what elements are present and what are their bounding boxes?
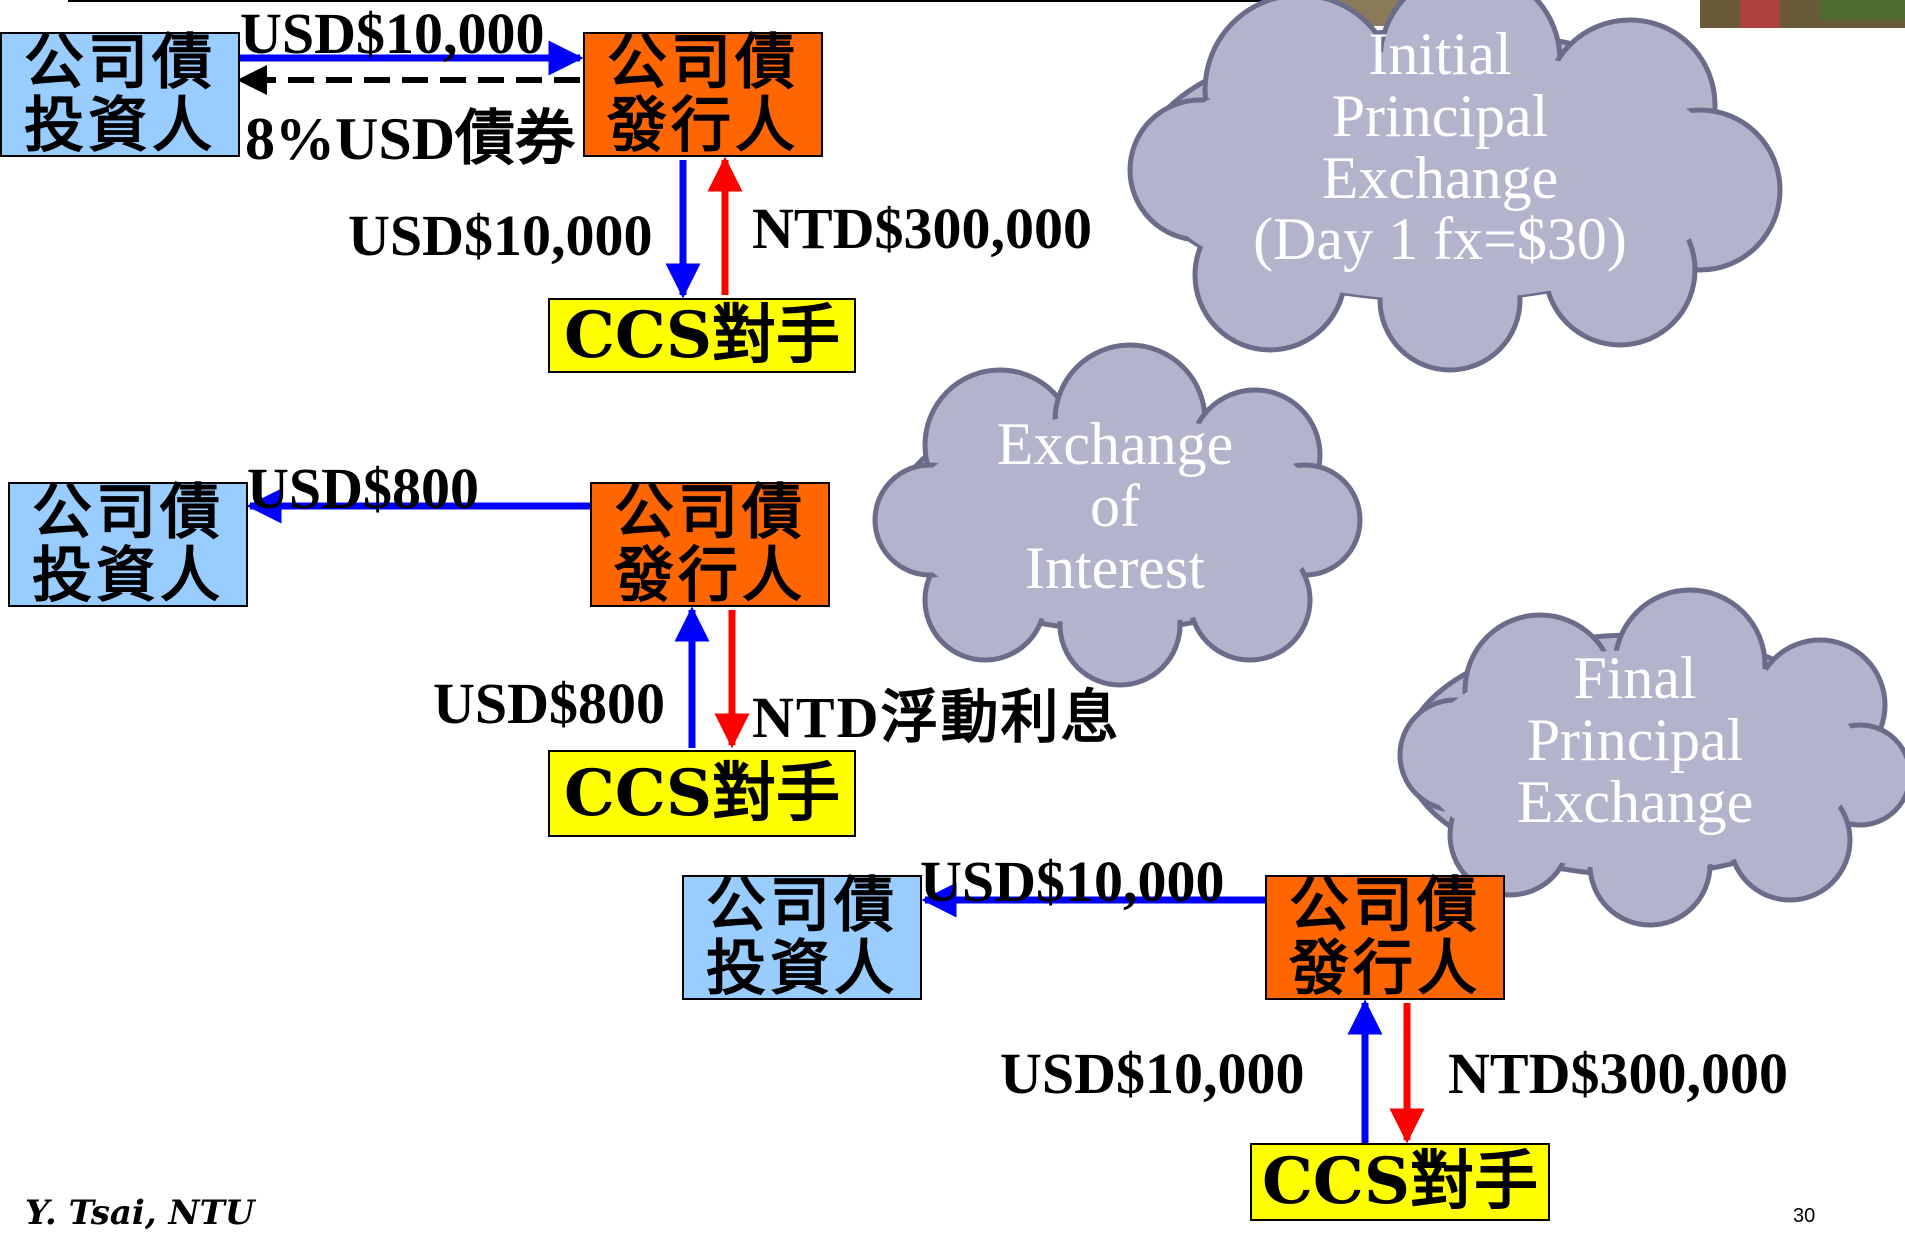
cloud-text-initial: Initial Principal Exchange (Day 1 fx=$30… bbox=[1253, 21, 1627, 273]
stage2-issuer-box: 公司債 發行人 bbox=[590, 481, 830, 607]
stage3-ccs-box: CCS對手 bbox=[1250, 1143, 1550, 1221]
cloud-initial-principal-exchange bbox=[1127, 0, 1783, 373]
stage3-top-flow-label: USD$10,000 bbox=[920, 849, 1225, 914]
stage2-up-flow-label: USD$800 bbox=[433, 671, 666, 736]
cloud-text-interest: Exchange of Interest bbox=[996, 411, 1234, 601]
page-number: 30 bbox=[1793, 1205, 1816, 1227]
stage1-bond-flow-label: 8%USD債券 bbox=[245, 106, 576, 172]
cloud-exchange-of-interest bbox=[872, 342, 1363, 688]
stage1-top-flow-label: USD$10,000 bbox=[240, 1, 545, 66]
stage1-ccs-box: CCS對手 bbox=[548, 298, 856, 373]
cloud-final-principal-exchange bbox=[1397, 587, 1905, 928]
stage3-issuer-box: 公司債 發行人 bbox=[1265, 874, 1505, 1000]
stage2-ccs-box: CCS對手 bbox=[548, 750, 856, 837]
stage2-top-flow-label: USD$800 bbox=[247, 456, 480, 521]
stage2-investor-box: 公司債 投資人 bbox=[8, 481, 248, 607]
stage3-up-flow-label: USD$10,000 bbox=[1000, 1041, 1305, 1106]
stage2-down-flow-label: NTD浮動利息 bbox=[752, 685, 1121, 750]
cloud-text-final: Final Principal Exchange bbox=[1516, 645, 1754, 835]
stage1-up-flow-label: NTD$300,000 bbox=[752, 196, 1092, 261]
stage3-down-flow-label: NTD$300,000 bbox=[1448, 1041, 1788, 1106]
stage1-down-flow-label: USD$10,000 bbox=[348, 203, 653, 268]
stage3-investor-box: 公司債 投資人 bbox=[682, 874, 922, 1000]
stage1-issuer-box: 公司債 發行人 bbox=[583, 31, 823, 157]
stage1-investor-box: 公司債 投資人 bbox=[0, 31, 240, 157]
author-signature: Y. Tsai, NTU bbox=[25, 1193, 255, 1233]
